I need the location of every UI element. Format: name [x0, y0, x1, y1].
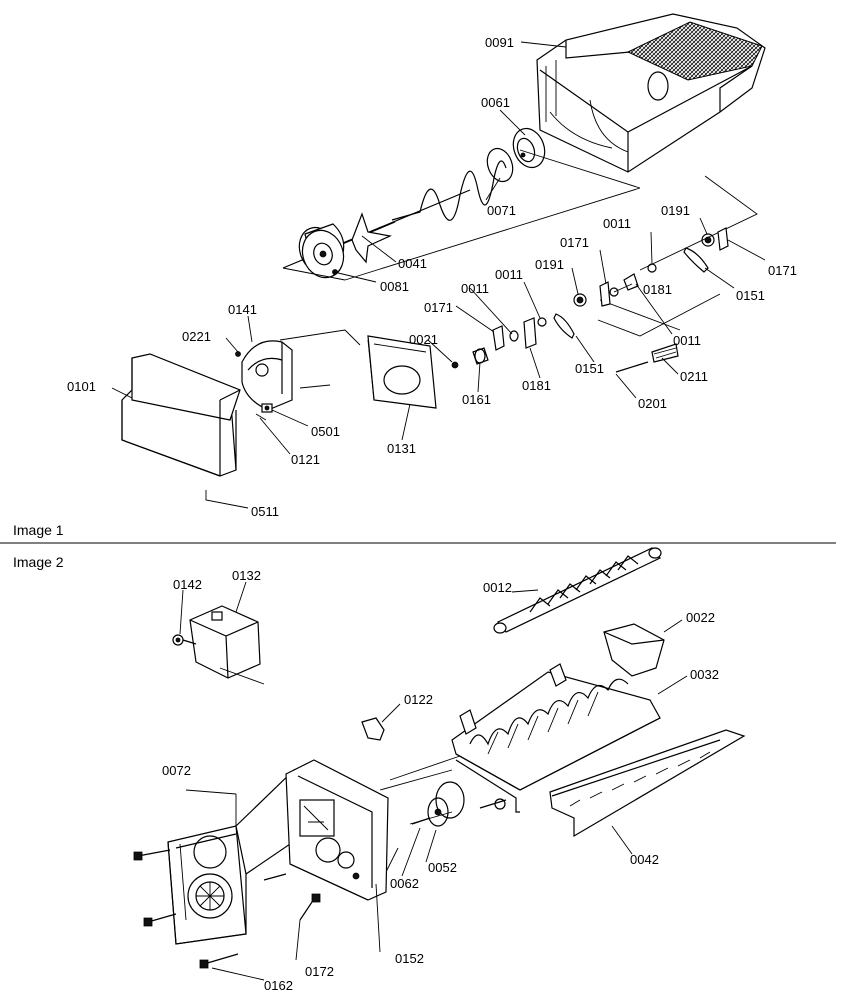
part-0012-ejector: [493, 547, 662, 634]
image-2-diagram: [133, 547, 746, 981]
label-0211: 0211: [680, 369, 708, 384]
part-labels: 0091 0061 0071 0041 0081 0011 0191 0171 …: [67, 35, 797, 993]
part-0091-ice-bin: [536, 13, 766, 173]
label-0012: 0012: [483, 580, 512, 595]
label-0032: 0032: [690, 667, 719, 682]
label-0071: 0071: [487, 203, 516, 218]
label-0171: 0171: [768, 263, 797, 278]
part-0032-ice-mold: [451, 663, 688, 813]
part-0122-clip: [361, 703, 401, 741]
label-0131: 0131: [387, 441, 416, 456]
part-0042-front-cover: [549, 729, 746, 855]
label-0052: 0052: [428, 860, 457, 875]
label-0191: 0191: [535, 257, 564, 272]
label-0141: 0141: [228, 302, 257, 317]
part-0101-front-cover: [121, 353, 241, 477]
section-label-image-1: Image 1: [13, 522, 64, 538]
label-0021: 0021: [409, 332, 438, 347]
part-0072-control-housing: [167, 768, 297, 945]
image-1-diagram: [111, 13, 766, 509]
shaft-assembly-row: [451, 227, 729, 369]
label-0101: 0101: [67, 379, 96, 394]
label-0161: 0161: [462, 392, 491, 407]
label-0062: 0062: [390, 876, 419, 891]
label-0011: 0011: [673, 333, 701, 348]
part-0152-module-box: [285, 759, 389, 953]
label-0121: 0121: [291, 452, 320, 467]
label-0091: 0091: [485, 35, 514, 50]
label-0042: 0042: [630, 852, 659, 867]
label-0151: 0151: [736, 288, 765, 303]
label-0162: 0162: [264, 978, 293, 993]
part-0041-0081-drive-wheel: [282, 189, 471, 279]
label-0072: 0072: [162, 763, 191, 778]
part-0061-disc: [512, 127, 546, 169]
label-0122: 0122: [404, 692, 433, 707]
part-0141-motor-housing: [235, 340, 293, 411]
label-0172: 0172: [305, 964, 334, 979]
label-0501: 0501: [311, 424, 340, 439]
label-0171: 0171: [424, 300, 453, 315]
image-2-guide-lines: [379, 755, 461, 825]
part-0121-0501-clips: [255, 403, 273, 421]
label-0061: 0061: [481, 95, 510, 110]
part-0132-0142-switch: [172, 581, 265, 685]
label-0022: 0022: [686, 610, 715, 625]
image-1-guide-lines: [279, 149, 758, 389]
label-0011: 0011: [461, 281, 489, 296]
label-0181: 0181: [643, 282, 672, 297]
label-0081: 0081: [380, 279, 409, 294]
label-0221: 0221: [182, 329, 211, 344]
screws: [133, 849, 321, 981]
label-0191: 0191: [661, 203, 690, 218]
label-0011: 0011: [603, 216, 631, 231]
part-0201-0211-pin: [615, 343, 679, 373]
image-1-leader-lines: [111, 41, 766, 509]
label-0151: 0151: [575, 361, 604, 376]
section-label-image-2: Image 2: [13, 554, 64, 570]
label-0041: 0041: [398, 256, 427, 271]
part-0131-mounting-plate: [367, 335, 437, 409]
label-0171: 0171: [560, 235, 589, 250]
label-0511: 0511: [251, 504, 279, 519]
label-0181: 0181: [522, 378, 551, 393]
label-0011: 0011: [495, 267, 523, 282]
label-0201: 0201: [638, 396, 667, 411]
label-0152: 0152: [395, 951, 424, 966]
label-0132: 0132: [232, 568, 261, 583]
label-0142: 0142: [173, 577, 202, 592]
part-0022-bracket: [603, 619, 683, 677]
